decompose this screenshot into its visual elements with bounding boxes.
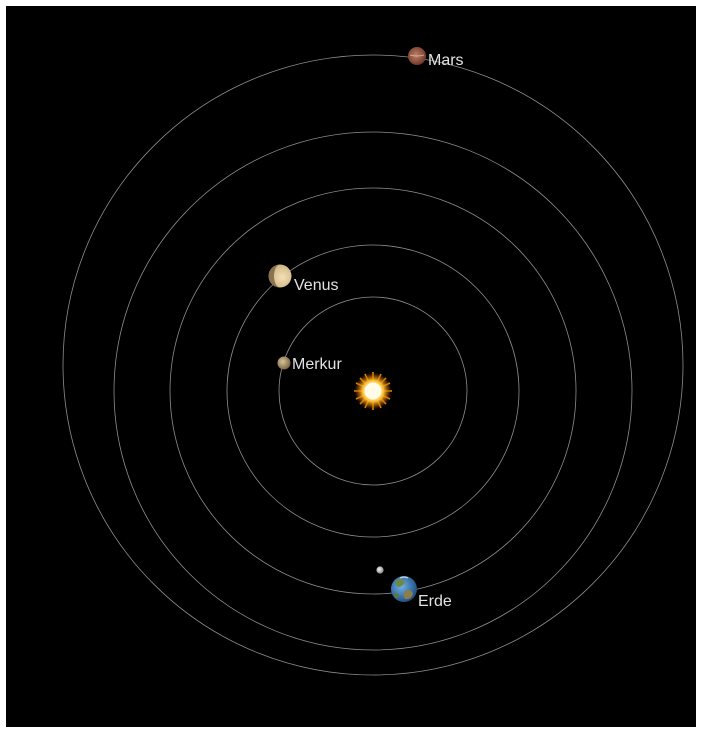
mercury-icon[interactable] (277, 356, 291, 370)
orrery-viewport[interactable]: Merkur Venus Erde Mars (6, 6, 696, 727)
mars-orbit (62, 54, 684, 676)
mars-label[interactable]: Mars (428, 52, 464, 69)
earth-label[interactable]: Erde (418, 593, 452, 610)
mercury-orbit (278, 296, 468, 486)
venus-orbit (226, 244, 520, 538)
mars-surface-detail (409, 54, 425, 57)
sun-icon[interactable] (354, 372, 392, 410)
orrery-canvas[interactable]: Merkur Venus Erde Mars (6, 6, 696, 727)
planet-earth[interactable]: Erde (391, 576, 452, 610)
mercury-label[interactable]: Merkur (292, 356, 342, 373)
moon-icon[interactable] (376, 566, 384, 574)
earth-orbit-outer (113, 131, 633, 651)
planet-venus[interactable]: Venus (268, 264, 339, 295)
planet-mercury[interactable]: Merkur (277, 356, 343, 373)
earth-orbit (169, 187, 577, 595)
earth-icon[interactable] (391, 576, 417, 602)
orbits (62, 54, 684, 676)
venus-shadow (268, 264, 280, 288)
venus-label[interactable]: Venus (294, 277, 338, 294)
planet-mars[interactable]: Mars (408, 47, 464, 69)
